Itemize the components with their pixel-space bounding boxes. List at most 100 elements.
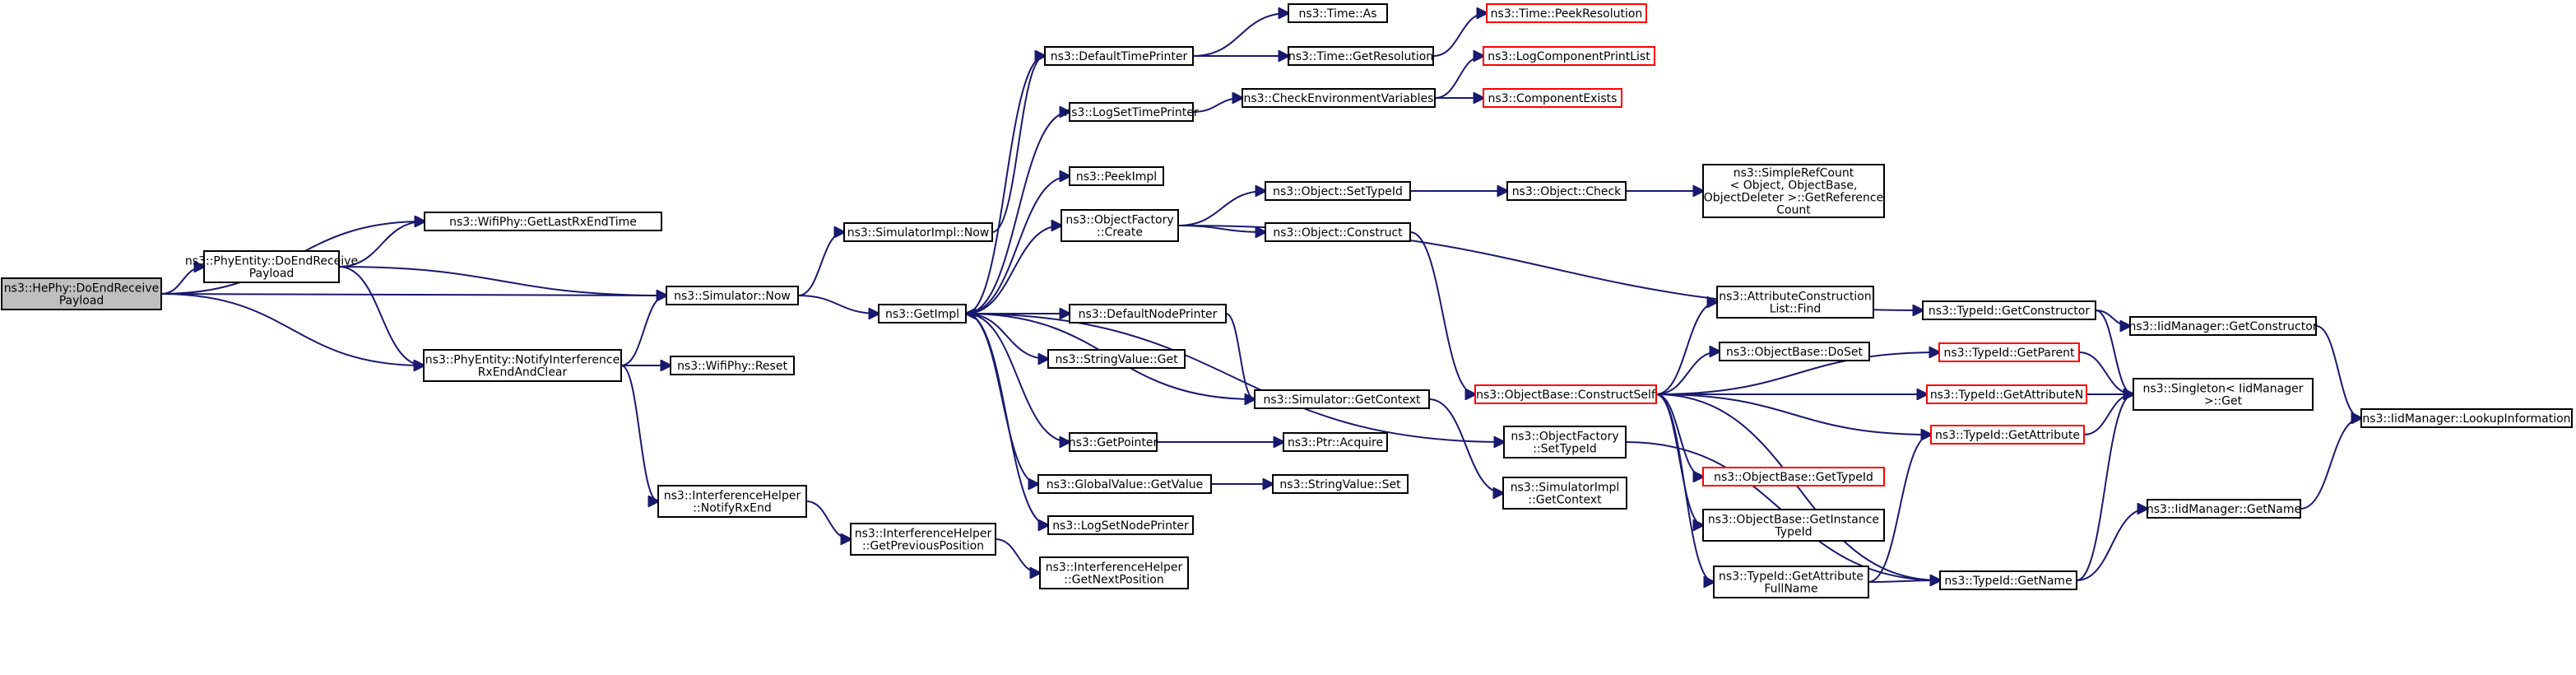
- node-type-id-get-attr-n[interactable]: ns3::TypeId::GetAttributeN: [1926, 384, 2087, 404]
- node-box[interactable]: [1486, 3, 1647, 23]
- node-box[interactable]: [424, 212, 662, 231]
- node-sim-get-ctx[interactable]: ns3::Simulator::GetContext: [1254, 389, 1430, 409]
- node-box[interactable]: [1069, 432, 1158, 452]
- node-obj-fact-create[interactable]: ns3::ObjectFactory::Create: [1061, 209, 1179, 242]
- node-type-id-get-attr[interactable]: ns3::TypeId::GetAttribute: [1930, 425, 2085, 445]
- node-box[interactable]: [1719, 342, 1870, 361]
- node-box[interactable]: [1474, 384, 1657, 404]
- node-box[interactable]: [1502, 477, 1627, 510]
- node-ih-notify-rx[interactable]: ns3::InterferenceHelper::NotifyRxEnd: [657, 485, 807, 518]
- node-box[interactable]: [1716, 286, 1874, 319]
- node-log-set-node-printer[interactable]: ns3::LogSetNodePrinter: [1047, 515, 1194, 535]
- node-str-val-get[interactable]: ns3::StringValue::Get: [1047, 349, 1186, 369]
- node-box[interactable]: [1483, 88, 1622, 108]
- node-iid-lookup[interactable]: ns3::IidManager::LookupInformation: [2360, 408, 2573, 428]
- node-box[interactable]: [1039, 556, 1189, 589]
- node-box[interactable]: [2133, 378, 2314, 411]
- node-box[interactable]: [1061, 209, 1179, 242]
- node-box[interactable]: [1922, 300, 2096, 320]
- node-singleton-get[interactable]: ns3::Singleton< IidManager>::Get: [2133, 378, 2314, 411]
- node-box[interactable]: [1506, 181, 1627, 201]
- node-obj-base-get-type-id[interactable]: ns3::ObjectBase::GetTypeId: [1702, 467, 1885, 486]
- node-box[interactable]: [1288, 46, 1434, 66]
- node-sim-now[interactable]: ns3::Simulator::Now: [666, 286, 799, 305]
- node-box[interactable]: [2147, 499, 2301, 519]
- node-box[interactable]: [1265, 181, 1411, 201]
- node-box[interactable]: [1483, 46, 1655, 66]
- node-iid-get-name[interactable]: ns3::IidManager::GetName: [2147, 499, 2301, 519]
- node-box[interactable]: [1702, 509, 1885, 542]
- node-box[interactable]: [1926, 384, 2087, 404]
- node-phy-notify[interactable]: ns3::PhyEntity::NotifyInterferenceRxEndA…: [423, 349, 622, 382]
- node-box[interactable]: [843, 222, 993, 242]
- node-box[interactable]: [1, 277, 162, 310]
- node-box[interactable]: [1044, 46, 1194, 66]
- node-type-id-get-ctor[interactable]: ns3::TypeId::GetConstructor: [1922, 300, 2096, 320]
- node-box[interactable]: [657, 485, 807, 518]
- node-def-node-printer[interactable]: ns3::DefaultNodePrinter: [1069, 304, 1227, 324]
- node-box[interactable]: [1702, 164, 1885, 218]
- node-obj-fact-set-type-id[interactable]: ns3::ObjectFactory::SetTypeId: [1503, 426, 1627, 459]
- node-box[interactable]: [1503, 426, 1627, 459]
- node-box[interactable]: [1047, 515, 1194, 535]
- node-ptr-acquire[interactable]: ns3::Ptr::Acquire: [1283, 432, 1388, 452]
- node-ih-get-prev[interactable]: ns3::InterferenceHelper::GetPreviousPosi…: [850, 523, 996, 556]
- node-obj-construct[interactable]: ns3::Object::Construct: [1265, 222, 1411, 242]
- node-box[interactable]: [2129, 316, 2317, 336]
- node-comp-exists[interactable]: ns3::ComponentExists: [1483, 88, 1622, 108]
- node-peek-impl[interactable]: ns3::PeekImpl: [1069, 166, 1164, 186]
- node-box[interactable]: [666, 286, 799, 305]
- node-box[interactable]: [1713, 566, 1869, 598]
- node-str-val-set[interactable]: ns3::StringValue::Set: [1272, 474, 1409, 494]
- node-box[interactable]: [878, 304, 967, 324]
- node-box[interactable]: [1047, 349, 1186, 369]
- node-box[interactable]: [1069, 102, 1194, 122]
- node-simple-ref[interactable]: ns3::SimpleRefCount< Object, ObjectBase,…: [1702, 164, 1885, 218]
- node-type-id-get-name[interactable]: ns3::TypeId::GetName: [1939, 570, 2077, 590]
- node-box[interactable]: [1938, 342, 2080, 362]
- node-wifi-get-last-rx[interactable]: ns3::WifiPhy::GetLastRxEndTime: [424, 212, 662, 231]
- node-box[interactable]: [1939, 570, 2077, 590]
- node-wifi-reset[interactable]: ns3::WifiPhy::Reset: [670, 356, 795, 375]
- node-time-peek-res[interactable]: ns3::Time::PeekResolution: [1486, 3, 1647, 23]
- node-check-env[interactable]: ns3::CheckEnvironmentVariables: [1242, 88, 1436, 108]
- node-obj-check[interactable]: ns3::Object::Check: [1506, 181, 1627, 201]
- node-box[interactable]: [1702, 467, 1885, 486]
- node-obj-base-do-set[interactable]: ns3::ObjectBase::DoSet: [1719, 342, 1870, 361]
- node-box[interactable]: [1037, 474, 1212, 494]
- node-def-time-printer[interactable]: ns3::DefaultTimePrinter: [1044, 46, 1194, 66]
- node-box[interactable]: [1930, 425, 2085, 445]
- node-iid-get-ctor[interactable]: ns3::IidManager::GetConstructor: [2128, 316, 2318, 336]
- node-box[interactable]: [423, 349, 622, 382]
- node-box[interactable]: [1272, 474, 1409, 494]
- node-box[interactable]: [1069, 166, 1164, 186]
- node-box[interactable]: [850, 523, 996, 556]
- node-box[interactable]: [1254, 389, 1430, 409]
- node-time-get-res[interactable]: ns3::Time::GetResolution: [1288, 46, 1434, 66]
- node-time-as[interactable]: ns3::Time::As: [1288, 3, 1388, 23]
- node-get-pointer[interactable]: ns3::GetPointer: [1069, 432, 1158, 452]
- node-log-set-time-printer[interactable]: ns3::LogSetTimePrinter: [1064, 102, 1199, 122]
- node-type-id-get-parent[interactable]: ns3::TypeId::GetParent: [1938, 342, 2080, 362]
- node-box[interactable]: [2360, 408, 2573, 428]
- node-box[interactable]: [1288, 3, 1388, 23]
- node-obj-base-construct-self[interactable]: ns3::ObjectBase::ConstructSelf: [1474, 384, 1657, 404]
- node-log-comp-print-list[interactable]: ns3::LogComponentPrintList: [1483, 46, 1655, 66]
- node-ih-get-next[interactable]: ns3::InterferenceHelper::GetNextPosition: [1039, 556, 1189, 589]
- node-box[interactable]: [203, 250, 340, 283]
- node-box[interactable]: [670, 356, 795, 375]
- node-sim-impl-get-ctx[interactable]: ns3::SimulatorImpl::GetContext: [1502, 477, 1627, 510]
- node-box[interactable]: [1265, 222, 1411, 242]
- node-box[interactable]: [1069, 304, 1227, 324]
- node-box[interactable]: [1283, 432, 1388, 452]
- node-global-get-val[interactable]: ns3::GlobalValue::GetValue: [1037, 474, 1212, 494]
- node-box[interactable]: [1242, 88, 1436, 108]
- node-obj-set-type-id[interactable]: ns3::Object::SetTypeId: [1265, 181, 1411, 201]
- node-get-impl[interactable]: ns3::GetImpl: [878, 304, 967, 324]
- node-sim-impl-now[interactable]: ns3::SimulatorImpl::Now: [843, 222, 993, 242]
